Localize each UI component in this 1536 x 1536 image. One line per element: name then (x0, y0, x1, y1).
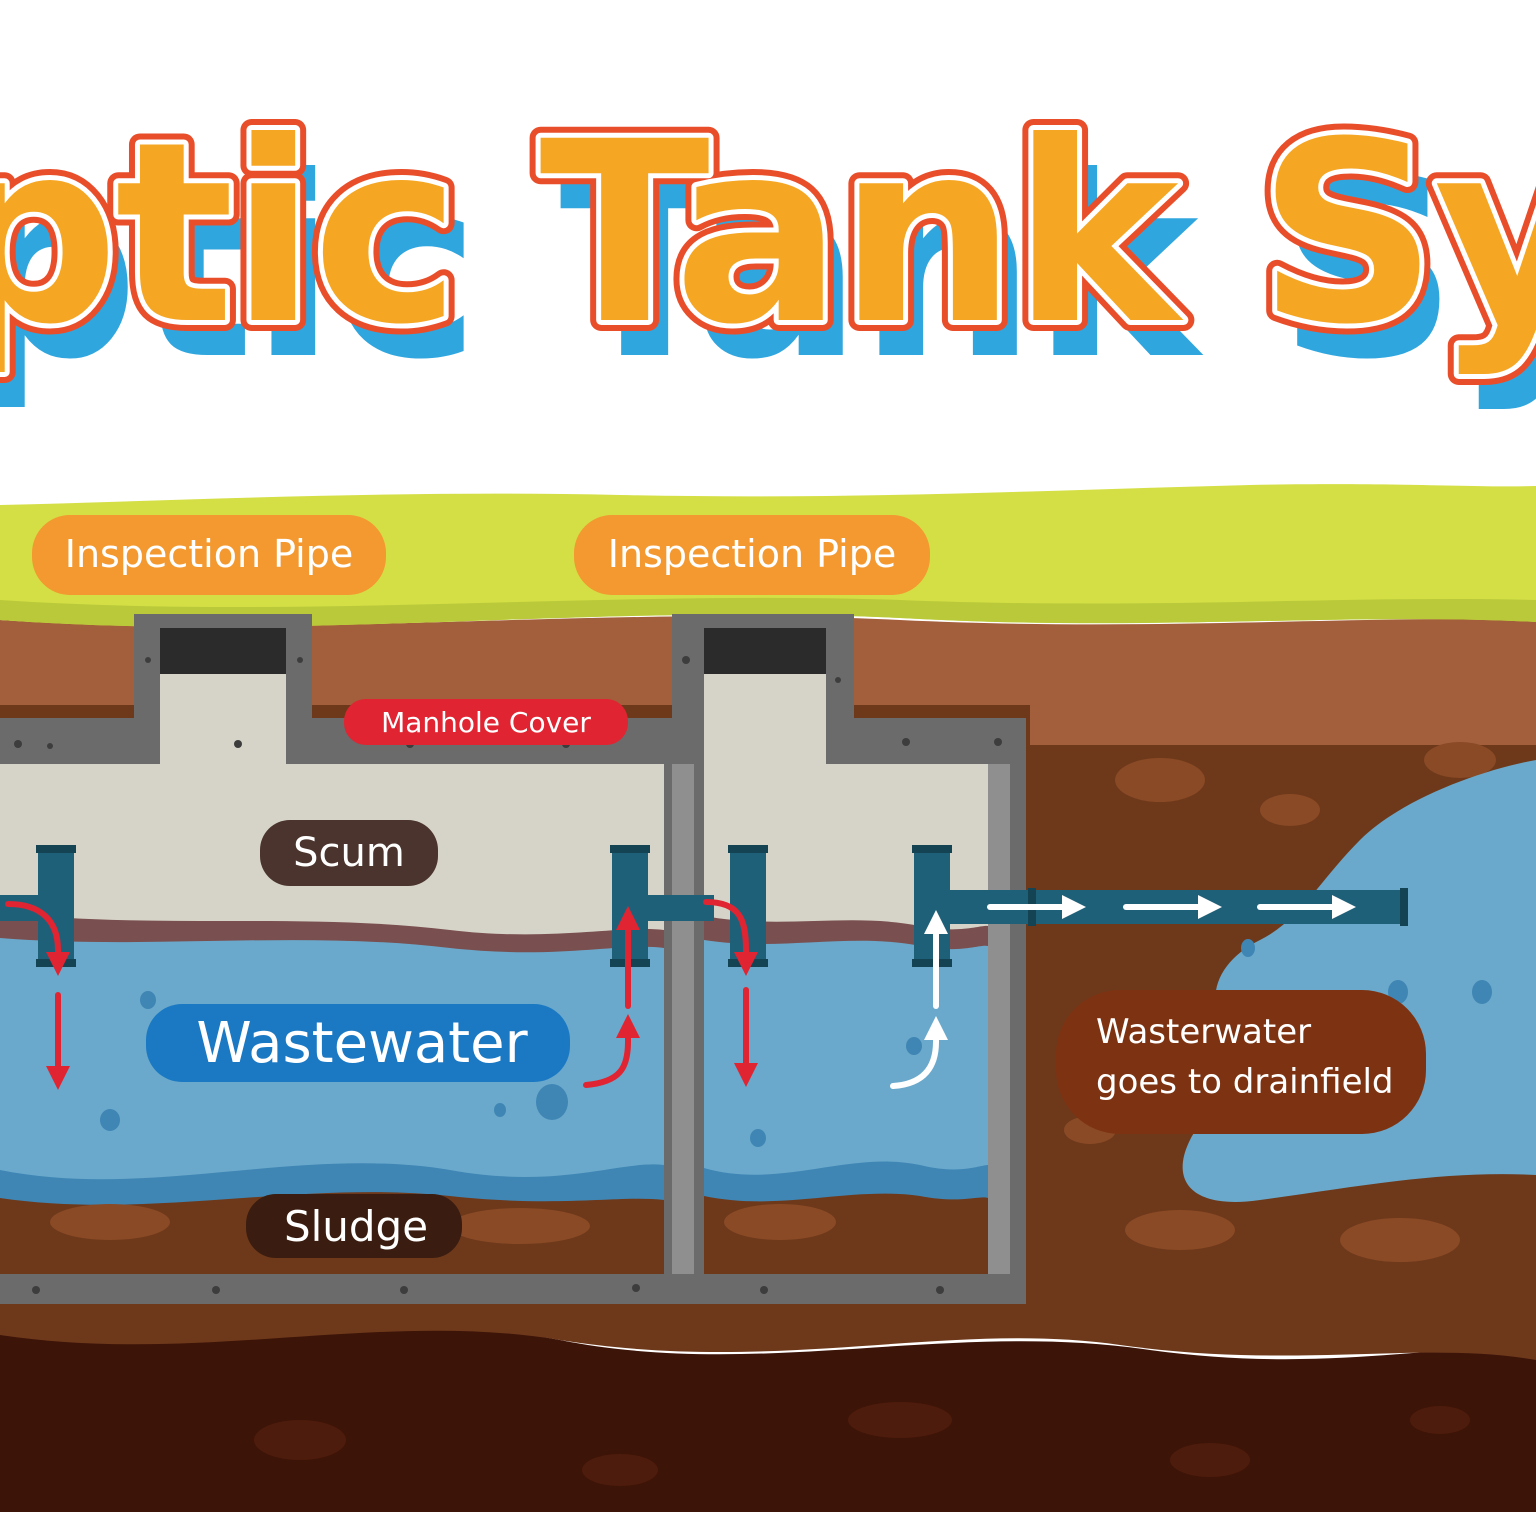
drainfield-text-line1: Wasterwater (1096, 1012, 1311, 1052)
manhole-cap-2 (704, 628, 826, 674)
label-pill (574, 515, 930, 595)
title-outline: ptic Tank Syst (0, 88, 1536, 379)
title-shadow: ptic Tank Syst (0, 123, 1536, 414)
title-banner: ptic Tank Syst ptic Tank Syst ptic Tank … (0, 77, 1536, 414)
label-pill (146, 1004, 570, 1082)
manhole-cap-1 (160, 628, 286, 674)
sludge-text: Sludge (284, 1202, 428, 1251)
label-inspection-pipe-2: Inspection Pipe (574, 515, 930, 595)
label-pill (32, 515, 386, 595)
wastewater-text: Wastewater (196, 1011, 528, 1076)
wall-speckles (14, 656, 1002, 1294)
water-bubbles-1 (100, 991, 568, 1131)
deep-rocks (254, 1402, 1470, 1486)
deep-soil-layer (0, 1325, 1536, 1512)
tank-right-wall-inner (988, 764, 1010, 1274)
label-wastewater: Wastewater (146, 1004, 570, 1082)
manhole-cover-text: Manhole Cover (381, 706, 591, 739)
flow-arrows-in (5, 899, 758, 1090)
title-white-edge: ptic Tank Syst (0, 88, 1536, 379)
label-scum: Scum (260, 820, 438, 886)
drainfield-bubbles (1241, 939, 1492, 1004)
drainfield-text-line2: goes to drainfield (1096, 1062, 1394, 1102)
label-pill (246, 1194, 462, 1258)
label-drainfield: Wasterwater goes to drainfield (1056, 990, 1426, 1134)
sludge-rock-2 (724, 1204, 836, 1240)
transfer-pipe (646, 895, 714, 921)
flow-arrow-red-icon (583, 1014, 640, 1088)
scum-text: Scum (293, 830, 405, 876)
label-sludge: Sludge (246, 1194, 462, 1258)
soil-rocks (1064, 742, 1496, 1262)
inspection-pipe-2-text: Inspection Pipe (608, 532, 897, 576)
label-pill (344, 699, 628, 745)
flow-arrow-white-icon (890, 1016, 948, 1089)
sludge-rocks-1 (50, 1204, 590, 1244)
flow-arrows-out (890, 895, 1356, 1089)
label-pill (260, 820, 438, 886)
flow-arrow-red-icon (5, 901, 70, 976)
label-box (1056, 990, 1426, 1134)
divider-inner-1 (672, 764, 694, 1274)
tee-4-vertical (914, 845, 950, 967)
label-manhole-cover: Manhole Cover (344, 699, 628, 745)
grass-edge (0, 597, 1536, 627)
inspection-pipe-1-text: Inspection Pipe (65, 532, 354, 576)
water-bubbles-2 (750, 1037, 922, 1147)
flow-arrow-red-icon (703, 899, 758, 976)
title: ptic Tank Syst (0, 88, 1536, 379)
label-inspection-pipe-1: Inspection Pipe (32, 515, 386, 595)
